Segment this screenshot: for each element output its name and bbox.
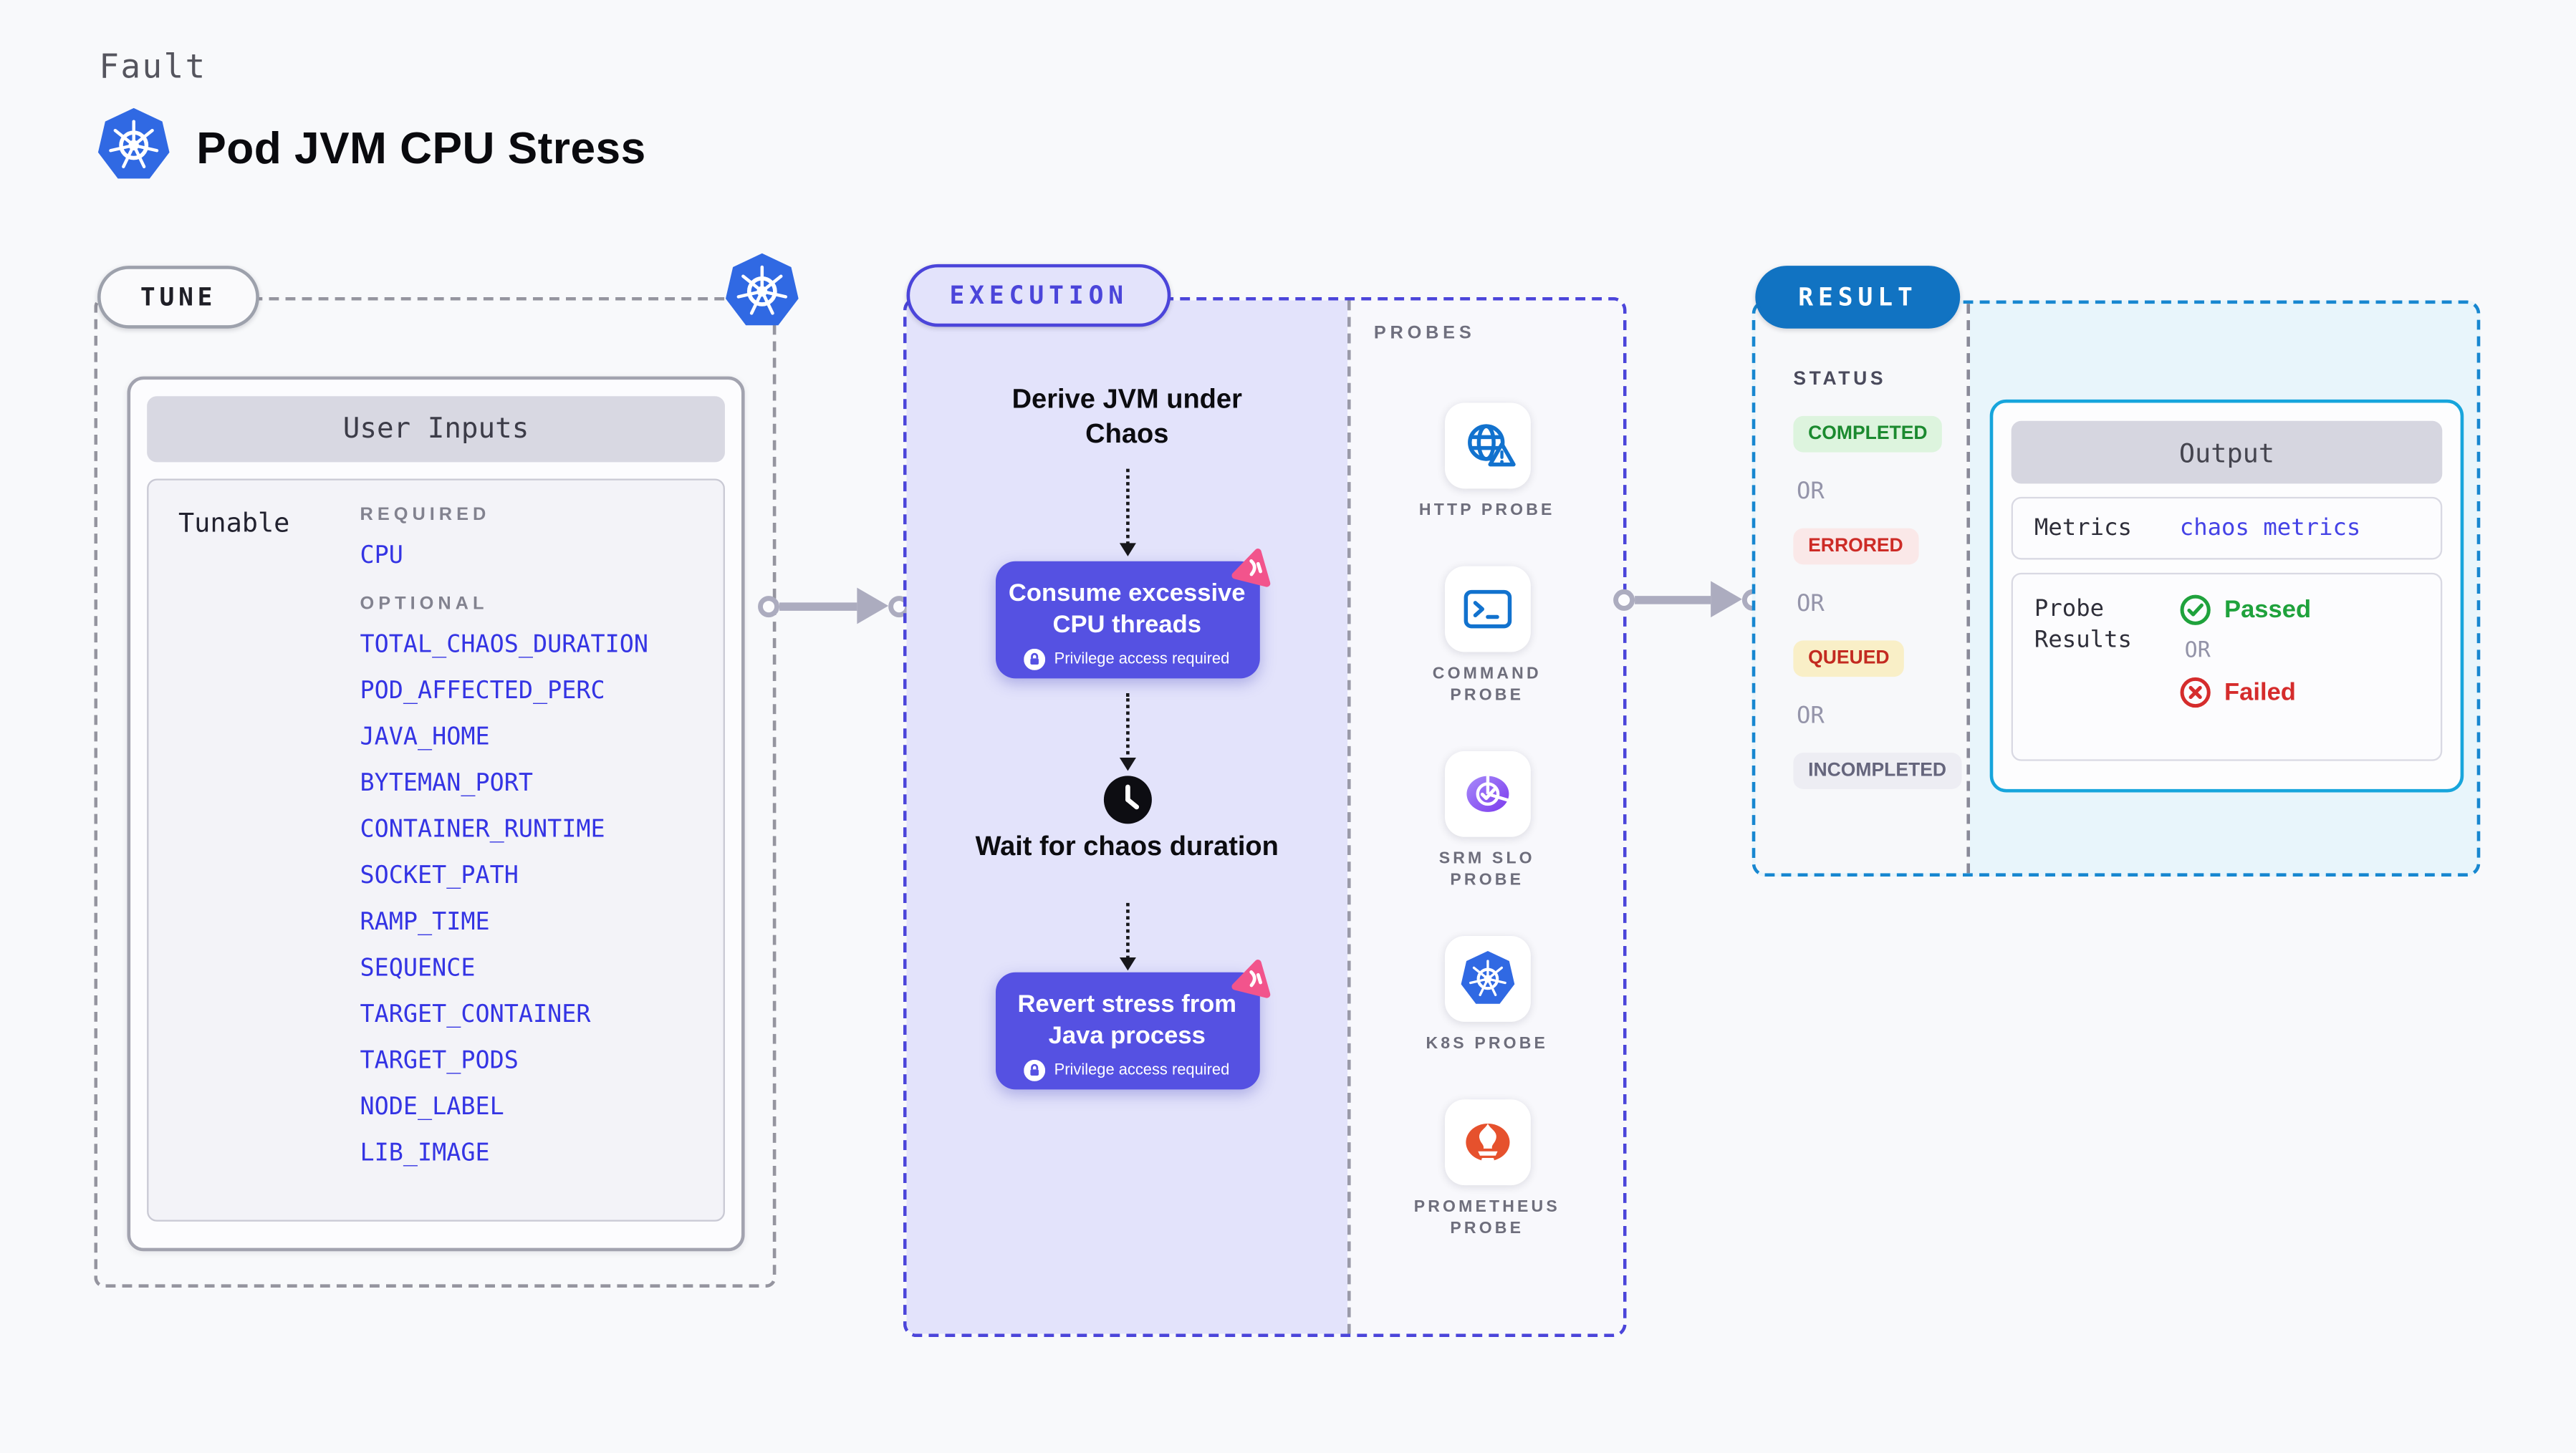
failed-line: Failed <box>2180 677 2311 708</box>
x-circle-icon <box>2180 677 2211 708</box>
status-badge-completed: COMPLETED <box>1793 415 1943 453</box>
tunable-link[interactable]: TOTAL_CHAOS_DURATION <box>360 632 649 659</box>
action-consume-button: Consume excessive CPU threads Privilege … <box>994 549 1270 679</box>
page-title: Pod JVM CPU Stress <box>196 123 646 174</box>
tunable-row-label: Tunable <box>178 506 290 539</box>
probe-results-values: Passed OR Failed <box>2180 594 2311 760</box>
metrics-label: Metrics <box>2034 514 2132 541</box>
user-inputs-card: User Inputs Tunable REQUIRED CPU OPTIONA… <box>127 376 745 1252</box>
fault-kicker: Fault <box>99 46 207 86</box>
arrow-tune-to-execution <box>758 587 910 624</box>
user-inputs-header: User Inputs <box>147 396 725 463</box>
action-revert-button: Revert stress from Java process Privileg… <box>994 960 1270 1090</box>
kubernetes-icon <box>721 251 802 332</box>
probe-item-prometheus: PROMETHEUS PROBE <box>1408 1099 1566 1240</box>
result-pill: RESULT <box>1755 266 1961 329</box>
tunable-link[interactable]: TARGET_PODS <box>360 1048 519 1075</box>
connector-node <box>1613 588 1635 610</box>
kubernetes-icon <box>1443 936 1530 1022</box>
or-label: OR <box>1796 478 1825 506</box>
output-card: Output Metrics chaos metrics Probe Resul… <box>1989 399 2464 793</box>
arrow-execution-to-result <box>1613 581 1764 618</box>
clock-icon <box>1102 774 1153 825</box>
probe-item-srm-slo: SRM SLO PROBE <box>1418 750 1557 892</box>
privilege-badge: Privilege access required <box>995 1059 1259 1081</box>
probe-item-k8s: K8S PROBE <box>1396 936 1578 1055</box>
globe-alert-icon <box>1443 402 1530 489</box>
tunable-link[interactable]: NODE_LABEL <box>360 1094 504 1121</box>
tunable-link[interactable]: CONTAINER_RUNTIME <box>360 817 605 844</box>
passed-label: Passed <box>2224 596 2312 624</box>
step-derive-text: Derive JVM under Chaos <box>1011 385 1242 449</box>
step-wait-text: Wait for chaos duration <box>975 831 1279 862</box>
tune-section <box>94 296 777 1288</box>
probes-panel: PROBES HTTP PROBE <box>1347 300 1623 1334</box>
user-inputs-body: Tunable REQUIRED CPU OPTIONAL TOTAL_CHAO… <box>147 478 725 1222</box>
output-header: Output <box>2011 420 2443 484</box>
status-label: STATUS <box>1793 370 1887 390</box>
failed-label: Failed <box>2224 678 2296 707</box>
or-label: OR <box>2184 639 2211 664</box>
tunable-link[interactable]: BYTEMAN_PORT <box>360 771 534 798</box>
tunable-link[interactable]: SEQUENCE <box>360 955 476 983</box>
terminal-icon <box>1443 566 1530 652</box>
execution-flow: Derive JVM under Chaos Consume excessive… <box>906 300 1347 1334</box>
probes-label: PROBES <box>1373 323 1476 344</box>
required-label: REQUIRED <box>360 505 491 526</box>
passed-line: Passed <box>2180 594 2311 626</box>
status-column: STATUS COMPLETED OR ERRORED OR QUEUED OR… <box>1755 304 1971 874</box>
check-circle-icon <box>2180 594 2211 625</box>
chaos-icon <box>1229 953 1279 1003</box>
chaos-icon <box>1229 542 1279 592</box>
or-label: OR <box>1796 591 1825 618</box>
tunable-link[interactable]: TARGET_CONTAINER <box>360 1002 591 1029</box>
status-badge-errored: ERRORED <box>1793 528 1918 565</box>
connector-node <box>758 594 780 617</box>
status-badge-queued: QUEUED <box>1793 640 1905 677</box>
dotted-arrow-icon <box>1118 902 1135 971</box>
probe-item-http: HTTP PROBE <box>1396 402 1578 521</box>
probe-list: HTTP PROBE COMMAND PROBE <box>1351 402 1623 1240</box>
slo-gauge-icon <box>1443 750 1530 837</box>
probe-results-label: Probe Results <box>2034 596 2132 654</box>
tunable-link[interactable]: RAMP_TIME <box>360 909 490 937</box>
status-badge-incompleted: INCOMPLETED <box>1793 753 1961 789</box>
tunable-link[interactable]: POD_AFFECTED_PERC <box>360 678 605 705</box>
tunable-link[interactable]: SOCKET_PATH <box>360 863 519 890</box>
privilege-badge: Privilege access required <box>995 648 1259 670</box>
dotted-arrow-icon <box>1118 693 1135 771</box>
metrics-value-link[interactable]: chaos metrics <box>2179 515 2361 542</box>
tunable-link[interactable]: CPU <box>360 543 403 570</box>
dotted-arrow-icon <box>1118 468 1135 556</box>
lock-icon <box>1024 648 1047 670</box>
execution-section: Derive JVM under Chaos Consume excessive… <box>903 296 1627 1338</box>
execution-pill: EXECUTION <box>906 264 1171 327</box>
tunable-link[interactable]: LIB_IMAGE <box>360 1140 490 1167</box>
or-label: OR <box>1796 703 1825 730</box>
probe-item-command: COMMAND PROBE <box>1418 566 1557 707</box>
tune-pill: TUNE <box>97 266 260 329</box>
probe-results-row: Probe Results Passed OR Failed <box>2011 572 2443 761</box>
tunable-link[interactable]: JAVA_HOME <box>360 724 490 751</box>
lock-icon <box>1024 1059 1047 1081</box>
title-row: Pod JVM CPU Stress <box>94 106 645 193</box>
prometheus-icon <box>1443 1099 1530 1186</box>
tunable-list: REQUIRED CPU OPTIONAL TOTAL_CHAOS_DURATI… <box>360 502 648 1169</box>
metrics-row: Metrics chaos metrics <box>2011 496 2443 560</box>
result-section: STATUS COMPLETED OR ERRORED OR QUEUED OR… <box>1751 300 2481 877</box>
kubernetes-icon <box>94 106 173 193</box>
optional-label: OPTIONAL <box>360 594 489 614</box>
